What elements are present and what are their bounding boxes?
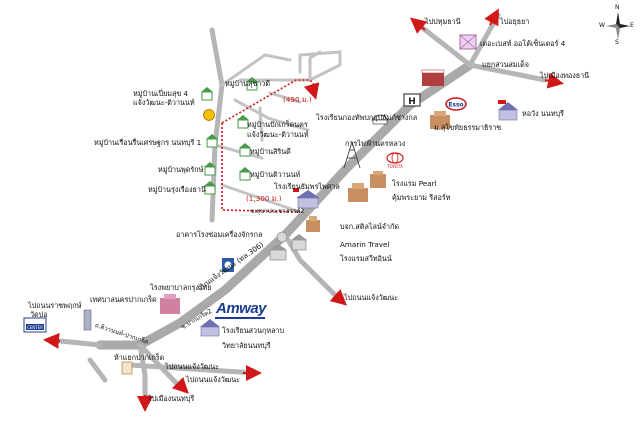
label-pakkret-junction: ห้าแยกปากเกร็ด <box>114 353 165 362</box>
label-to-chaeng-2: ไปถนนแจ้งวัฒนะ <box>165 362 220 371</box>
university-icon <box>430 111 450 129</box>
building-icon-shop <box>421 69 445 86</box>
village-icon-8 <box>204 181 216 195</box>
label-village-ruenrudee: หมู่บ้านเรือนรื่นเศรษฐกร นนทบุรี 1 <box>94 138 202 147</box>
village-icon-6 <box>204 162 216 176</box>
label-village-sirin: หมู่บ้านสิรินดี <box>250 147 291 156</box>
label-hotel-sawaddee: โรงแรมสวีทอินน์ <box>340 254 392 263</box>
label-to-ratchaphruek: ไปถนนราชพฤกษ์ <box>28 301 82 310</box>
label-ht-transport: บจก.สติลไลน์จำกัด <box>340 222 400 231</box>
direction-arrows <box>43 8 564 412</box>
label-pakkret-municipality: เทศบาลนครปากเกร็ด <box>90 295 157 304</box>
village-icon-5 <box>239 143 251 157</box>
amway-underline <box>215 317 265 319</box>
label-village-suchawadee: หมู่บ้านสุชาวดี <box>225 79 270 88</box>
label-to-nonthaburi-city: ไปเมืองนนทบุรี <box>148 394 195 403</box>
label-suan-somdet-junction: แยกสวนสมเด็จ <box>482 60 529 69</box>
compass-w: W <box>599 22 605 29</box>
pathumtanee-school-icon <box>371 114 389 125</box>
label-to-chaeng-3: ไปถนนแจ้งวัฒนะ <box>186 375 241 384</box>
label-chaeng-tiwanon-2: แจ้งวัฒนะ-ติวานนท์ <box>247 130 309 139</box>
amway-logo: Amway <box>216 300 267 317</box>
label-distance-490: (490 ม.) <box>283 95 312 104</box>
label-village-patchara: หมู่บ้านพุดรักษ์ <box>158 165 204 174</box>
compass-e: E <box>630 22 634 29</box>
arrow-chaeng-3 <box>171 376 189 394</box>
village-icon-3 <box>237 115 249 129</box>
rathaburi-school-icon <box>293 188 320 209</box>
horwang-icon <box>498 100 518 121</box>
label-soi: ซ.สุขาประชาสรรค์2 <box>250 208 305 215</box>
label-suan-kulab: โรงเรียนสวนกุหลาบ <box>222 326 285 335</box>
esso-icon: Esso <box>445 97 467 111</box>
village-icons <box>201 77 258 195</box>
label-wat-bo: วัดบ่อ <box>30 310 48 319</box>
label-to-ayutthaya: ไปอยุธยา <box>500 17 530 26</box>
pearl-hotel-icon <box>370 171 386 188</box>
label-to-pathumthani: ไปปทุมธานี <box>425 17 461 26</box>
amarin-icon <box>291 234 307 251</box>
arrow-490 <box>303 82 320 100</box>
compass-s: S <box>615 39 619 46</box>
gas-station-icon <box>203 109 215 121</box>
compass-rose: N S E W <box>599 4 634 46</box>
honda-letter: H <box>408 97 416 107</box>
label-rathaburi-school: โรงเรียนธัมพรไพศาล <box>274 182 340 191</box>
village-icon-4 <box>206 134 218 148</box>
label-to-chaeng-1: ไปถนนแจ้งวัฒนะ <box>344 293 399 302</box>
factory-icon <box>306 216 320 232</box>
village-icon-7 <box>239 167 251 181</box>
honda-icon: H <box>403 93 421 107</box>
village-icon-1 <box>201 87 213 101</box>
toyota-icon: TOYOTA <box>386 152 404 169</box>
label-power-authority: การไฟฟ้านครหลวง <box>345 139 406 148</box>
auto-center-icon <box>459 34 477 50</box>
sawaddee-icon <box>269 244 287 261</box>
aircraft-repair-icon <box>276 231 288 243</box>
esso-letter: Esso <box>448 102 463 109</box>
label-aircraft-repair: อาคารโรงซ่อมเครื่องจักรกล <box>176 230 263 239</box>
resort-icon <box>348 183 368 202</box>
label-village-rungruang: หมู่บ้านรุ่งเรืองธานี <box>148 185 206 194</box>
suan-kulab-icon <box>200 319 220 337</box>
compass-n: N <box>615 4 620 11</box>
arrow-ratchaphruek <box>43 332 61 349</box>
power-tower-icon <box>343 140 361 169</box>
label-pearl-hotel: โรงแรม Pearl <box>392 179 437 188</box>
pakkret-shop-icon <box>121 361 133 375</box>
arrow-pathumthani <box>409 17 428 34</box>
label-village-pueang-suk: หมู่บ้านเปี่ยมสุข 4 <box>133 89 189 98</box>
municipality-icon <box>83 309 92 331</box>
secondary-roads <box>47 12 548 408</box>
compass-icon <box>606 12 630 40</box>
label-village-pakkret-nakhon: หมู่บ้านปักเกร็ดนคร <box>247 120 308 129</box>
hospital-icon <box>160 294 180 314</box>
label-amarin-travel: Amarin Travel <box>340 240 390 249</box>
arrow-muang-thong <box>544 72 564 89</box>
label-horwang: หอวัง นนทบุรี <box>522 109 564 118</box>
wat-bo-icon: CENTER <box>23 317 47 333</box>
label-university: ม.สุโขทัยธรรมาธิราช <box>434 123 502 132</box>
label-suan-kulab-2: วิทยาลัยนนทบุรี <box>222 341 271 350</box>
side-roads <box>213 50 342 214</box>
wat-bo-sign-text: CENTER <box>27 325 43 330</box>
blue-logo-icon <box>222 258 234 272</box>
toyota-text: TOYOTA <box>386 164 403 169</box>
label-village-tiwanon: หมู่บ้านติวานนท์ <box>250 170 301 179</box>
village-icon-2 <box>246 77 258 91</box>
label-pathumtanee-school: โรงเรียนกองทัพบกอุปถัมภ์ช่างกล <box>316 113 418 122</box>
arrow-chaeng-1 <box>329 289 347 306</box>
route-path <box>221 79 319 213</box>
arrow-ayutthaya <box>484 8 499 27</box>
label-to-muang-thong: ไปเมืองทองธานี <box>540 71 590 80</box>
label-hospital: โรงพยาบาลกรุงไทย <box>150 283 212 292</box>
label-distance-1300: (1,300 ม.) <box>246 194 282 203</box>
label-auto-center: เดอะเบสท์ ออโต้เซ็นเตอร์ 4 <box>480 39 566 48</box>
label-chaeng-tiwanon-1: แจ้งวัฒนะ-ติวานนท์ <box>133 98 195 107</box>
main-road <box>95 60 475 350</box>
label-khum-phraya: คุ้มพระยาม รีสอร์ท <box>392 193 451 202</box>
